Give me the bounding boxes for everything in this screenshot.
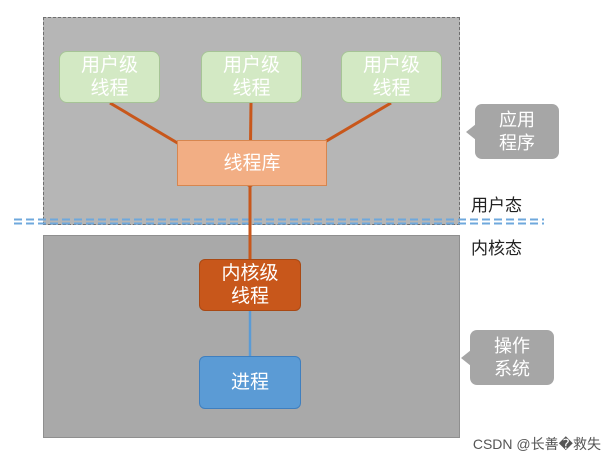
user-level-thread-3: 用户级 线程 bbox=[341, 51, 442, 103]
kernel-mode-label: 内核态 bbox=[471, 239, 522, 259]
user-space-region bbox=[43, 17, 460, 225]
user-level-thread-1: 用户级 线程 bbox=[59, 51, 160, 103]
source-credit: CSDN @长善�救失 bbox=[472, 436, 601, 452]
operating-system-callout: 操作 系统 bbox=[461, 330, 554, 385]
user-mode-label: 用户态 bbox=[471, 196, 522, 216]
process-box: 进程 bbox=[199, 356, 301, 409]
thread-library: 线程库 bbox=[177, 140, 327, 186]
kernel-level-thread: 内核级 线程 bbox=[199, 259, 301, 311]
application-callout: 应用 程序 bbox=[466, 104, 559, 159]
user-level-thread-2: 用户级 线程 bbox=[201, 51, 302, 103]
